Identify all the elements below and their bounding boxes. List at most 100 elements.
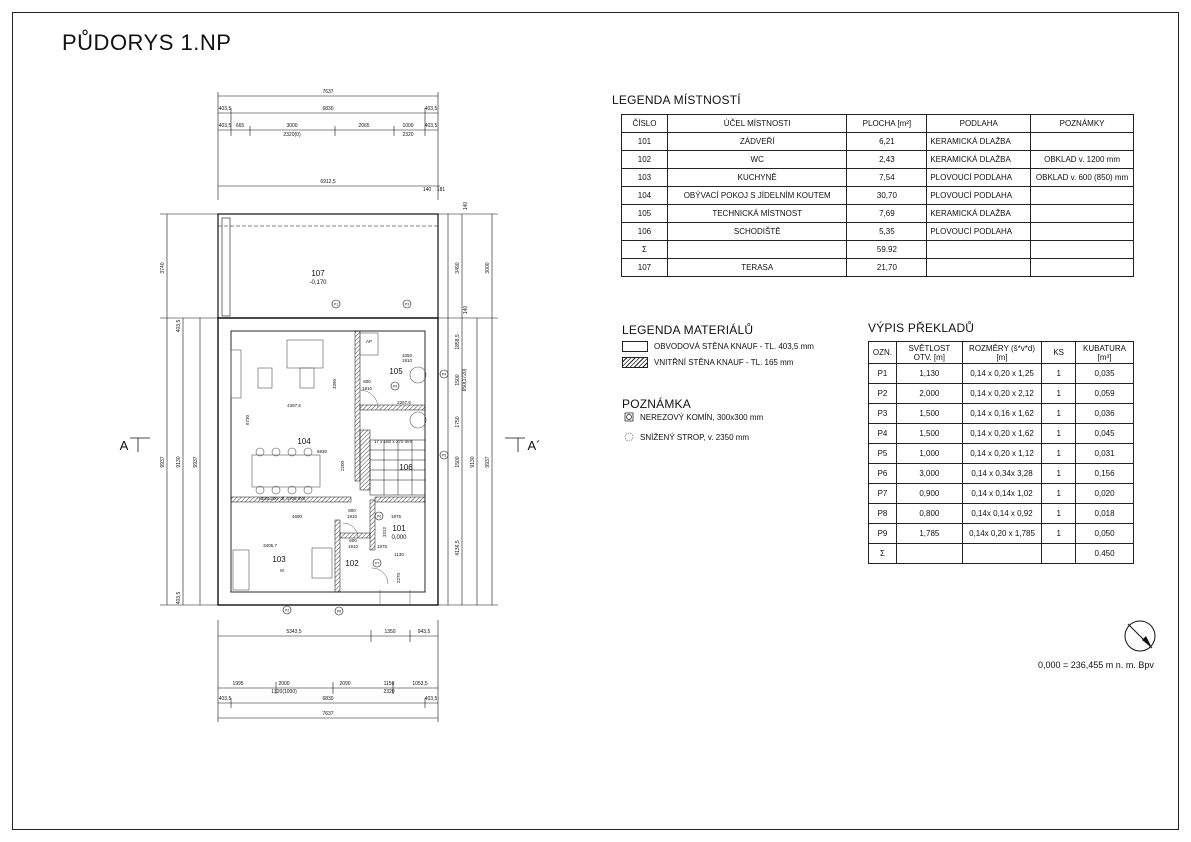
cell: KERAMICKÁ DLAŽBA [926, 204, 1032, 223]
section-mark-right: A´ [528, 438, 541, 453]
cell: 0,900 [895, 483, 963, 504]
lintels-table: OZN. SVĚTLOST OTV. [m] ROZMĚRY (š*v*d) [… [868, 341, 1134, 564]
cell: 1,500 [895, 423, 963, 444]
lintel-tag-p2: P2 [285, 609, 289, 613]
dim-bottom-1350: 1350 [384, 629, 395, 635]
datum-note: 0,000 = 236,455 m n. m. Bpv [1038, 660, 1154, 670]
room-101-number: 101 [392, 524, 406, 533]
cell: 1 [1041, 403, 1077, 424]
cell: 0,14 x 0,34x 3,28 [961, 463, 1043, 484]
cell: P6 [868, 463, 897, 484]
dim-overall-top: 7637 [322, 89, 333, 95]
staircase [369, 439, 426, 496]
beam-spec: HEBL200, dl. 4700 mm [259, 496, 306, 501]
header-cell: KS [1041, 341, 1077, 364]
material-exterior-wall: OBVODOVÁ STĚNA KNAUF - TL. 403,5 mm [622, 341, 814, 352]
cell: 2,000 [895, 383, 963, 404]
cell: 0,14 x 0,20 x 1,12 [961, 443, 1043, 464]
cell: 1,000 [895, 443, 963, 464]
header-cell: PLOCHA [m²] [846, 114, 928, 133]
exterior-wall-swatch [622, 341, 648, 352]
cell: 1 [1041, 523, 1077, 544]
cell [926, 258, 1032, 277]
cell [1030, 186, 1134, 205]
cell: 106 [621, 222, 668, 241]
dim-top-4035-b: 403,5 [425, 106, 438, 112]
dim-top-4035-c: 403,5 [219, 123, 232, 129]
cell: 1,500 [895, 403, 963, 424]
cell: P9 [868, 523, 897, 544]
cell: 1 [1041, 443, 1077, 464]
cell: 1 [1041, 363, 1077, 384]
dim-inner-800-b: 800 [348, 508, 356, 513]
cell: 1,785 [895, 523, 963, 544]
cell: PLOVOUCÍ PODLAHA [926, 222, 1032, 241]
dim-inner-1975-a: 1975 [391, 514, 402, 519]
note-heading: POZNÁMKA [622, 397, 691, 411]
cell: 0,14 x 0,20 x 1,62 [961, 423, 1043, 444]
dim-right-140-b: 140 [463, 306, 469, 315]
dim-inner-1975-b: 1975 [377, 544, 388, 549]
section-mark-left: A [120, 438, 129, 453]
lintel-tag-p4: P4 [442, 373, 446, 377]
cell: 0,14x 0,14 x 0,92 [961, 503, 1043, 524]
room-106-number: 106 [399, 463, 413, 472]
cell: 0,14 x 0,14x 1,02 [961, 483, 1043, 504]
cell: Σ [621, 240, 668, 259]
dim-left-9130: 9130 [176, 456, 182, 467]
header-cell: ROZMĚRY (š*v*d) [m] [961, 341, 1043, 364]
cell: ZÁDVEŘÍ [666, 132, 848, 151]
chimney-icon [624, 412, 634, 422]
lintels-table-header: OZN. SVĚTLOST OTV. [m] ROZMĚRY (š*v*d) [… [868, 341, 1134, 364]
cell [1030, 132, 1134, 151]
dim-inner-1910-c: 1910 [347, 514, 358, 519]
cell: 0,031 [1075, 443, 1134, 464]
rooms-legend-heading: LEGENDA MÍSTNOSTÍ [612, 93, 741, 107]
dim-top-1000: 1000 [402, 123, 413, 129]
cell: P7 [868, 483, 897, 504]
lintels-heading: VÝPIS PŘEKLADŮ [868, 321, 975, 335]
cell [1030, 204, 1134, 223]
cell: 0,14 x 0,20 x 2,12 [961, 383, 1043, 404]
drawing-title: PŮDORYS 1.NP [62, 30, 232, 55]
cell: 105 [621, 204, 668, 223]
cell: 0,045 [1075, 423, 1134, 444]
lowered-ceiling-icon [624, 432, 634, 442]
note-label: SNÍŽENÝ STROP, v. 2350 mm [640, 432, 750, 442]
cell: 0,14 x 0,16 x 1,62 [961, 403, 1043, 424]
dim-bottom-2320: 2320 [383, 689, 394, 695]
dim-inner-1910-d: 1910 [348, 544, 359, 549]
cell: 1 [1041, 383, 1077, 404]
dim-left-4035-a: 403,5 [176, 320, 182, 333]
cell [961, 543, 1043, 564]
header-cell: KUBATURA [m³] [1075, 341, 1134, 364]
cell: 0,14x 0,20 x 1,785 [961, 523, 1043, 544]
lintel-tag-p1: P1 [334, 303, 338, 307]
dim-right-3000: 3000 [485, 262, 491, 273]
cell: 1 [1041, 503, 1077, 524]
dim-inner-1910-b: 1910 [362, 386, 373, 391]
cell: PLOVOUCÍ PODLAHA [926, 168, 1032, 187]
dim-top-2065: 2065 [358, 123, 369, 129]
dim-bottom-4035-a: 403,5 [219, 696, 232, 702]
cell: 101 [621, 132, 668, 151]
dim-right-650: 650(1720) [462, 368, 468, 391]
lintel-tag-p9: P9 [393, 385, 397, 389]
dim-top-181: 181 [437, 187, 446, 193]
dim-inner-6730: 6730 [245, 414, 250, 425]
cell: 3,000 [895, 463, 963, 484]
dim-bottom-10535: 1053,5 [412, 681, 428, 687]
header-cell: ČÍSLO [621, 114, 668, 133]
cell [1030, 222, 1134, 241]
room-105-number: 105 [389, 367, 403, 376]
cell [1041, 543, 1077, 564]
dim-right-1500-a: 1500 [455, 374, 461, 385]
cell: OBKLAD v. 1200 mm [1030, 150, 1134, 169]
dim-top-140: 140 [423, 187, 432, 193]
cell: 0,059 [1075, 383, 1134, 404]
